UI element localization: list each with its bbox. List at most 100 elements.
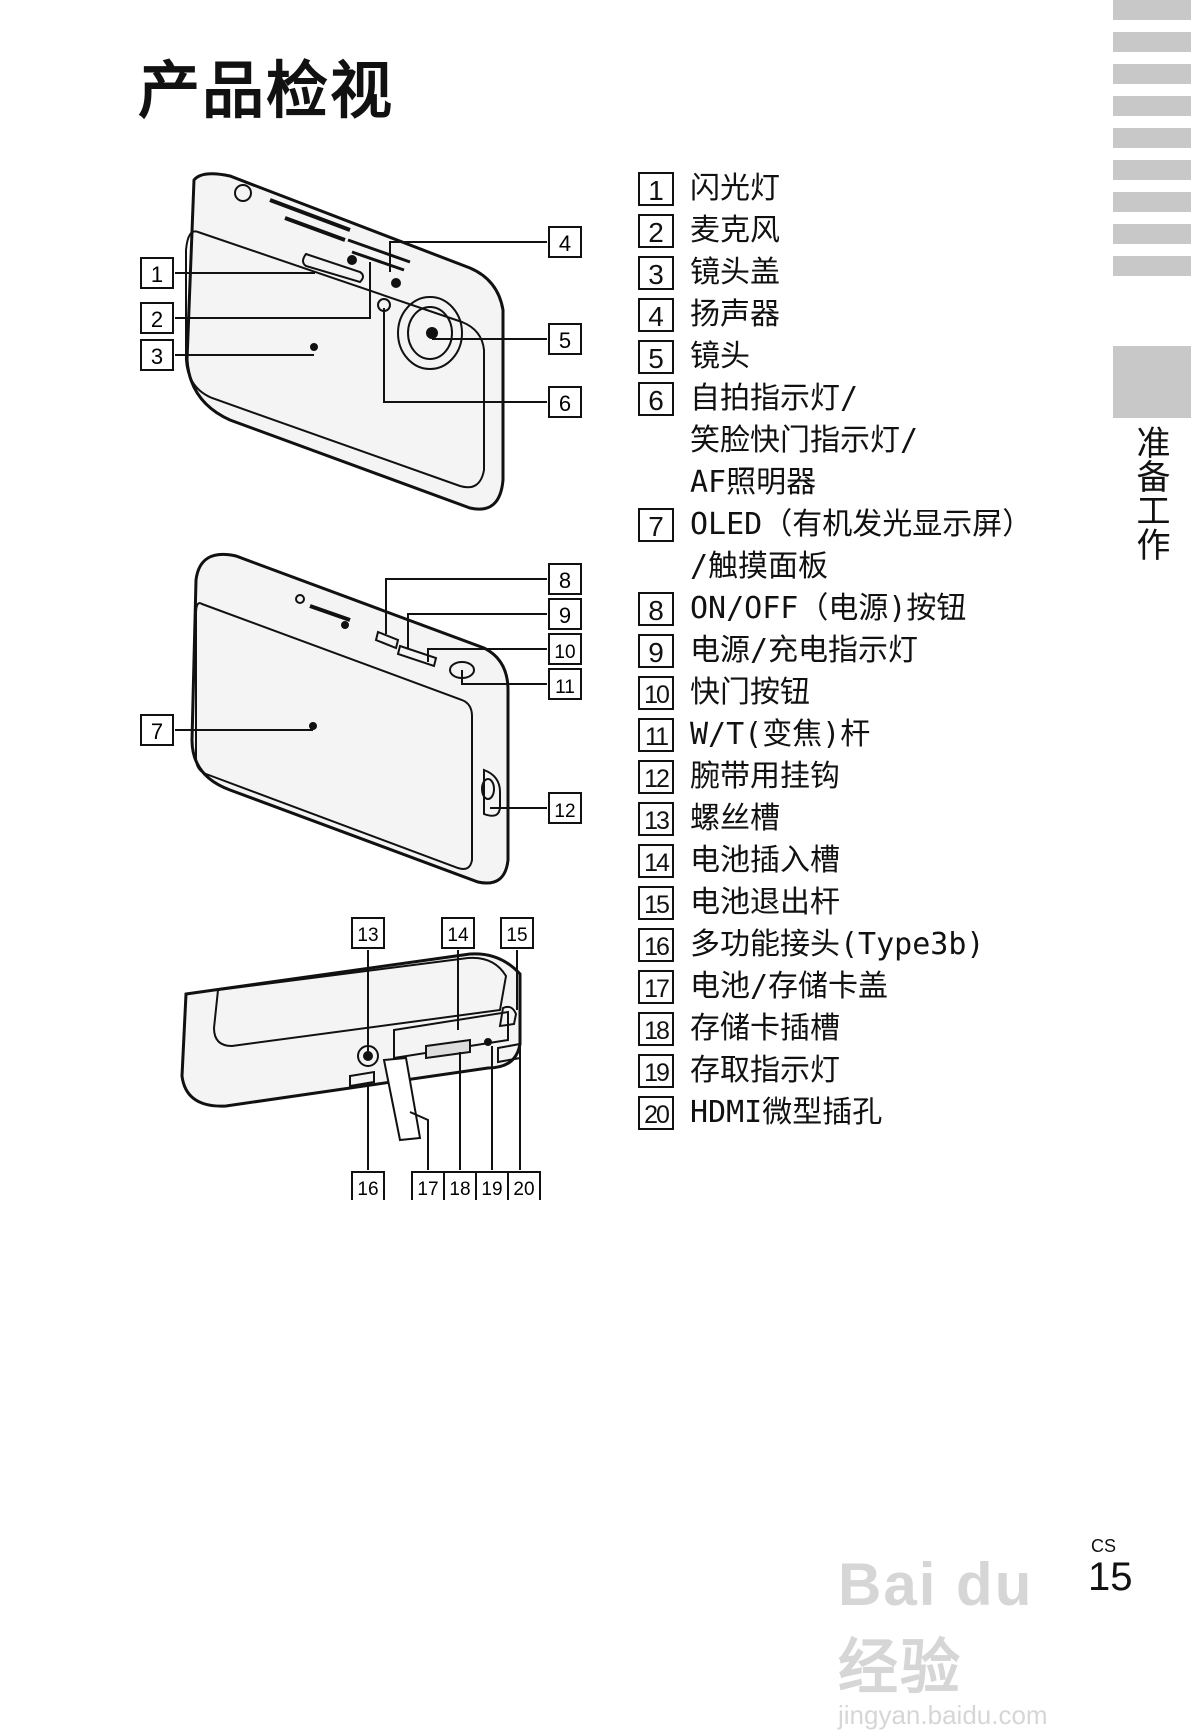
part-item: 5 镜头 xyxy=(638,336,1098,378)
callout-12: 12 xyxy=(548,792,582,824)
part-number: 11 xyxy=(638,718,674,752)
part-item: 19 存取指示灯 xyxy=(638,1050,1098,1092)
part-label: ON/OFF（电源)按钮 xyxy=(690,591,967,626)
part-number: 3 xyxy=(638,256,674,290)
svg-text:8: 8 xyxy=(559,568,571,593)
svg-text:10: 10 xyxy=(554,642,575,663)
svg-text:18: 18 xyxy=(449,1179,470,1200)
callout-8: 8 xyxy=(548,563,582,595)
svg-text:20: 20 xyxy=(513,1179,534,1200)
part-label: 存取指示灯 xyxy=(690,1053,840,1088)
callout-6: 6 xyxy=(548,386,582,418)
part-label: 麦克风 xyxy=(690,213,780,248)
svg-text:16: 16 xyxy=(357,1179,378,1200)
part-label: 螺丝槽 xyxy=(690,801,780,836)
svg-text:19: 19 xyxy=(481,1179,502,1200)
part-item: 12 腕带用挂钩 xyxy=(638,756,1098,798)
part-label: 电池插入槽 xyxy=(690,843,840,878)
page-number: 15 xyxy=(1088,1555,1133,1599)
svg-text:9: 9 xyxy=(559,603,571,628)
part-item: 3 镜头盖 xyxy=(638,252,1098,294)
callout-2: 2 xyxy=(140,302,174,334)
part-number: 14 xyxy=(638,844,674,878)
callout-7: 7 xyxy=(140,714,174,746)
callout-11: 11 xyxy=(548,668,582,700)
watermark-url: jingyan.baidu.com xyxy=(838,1700,1048,1730)
part-label: 扬声器 xyxy=(690,297,780,332)
part-number: 2 xyxy=(638,214,674,248)
part-item: 10 快门按钮 xyxy=(638,672,1098,714)
footer-language-code: CS xyxy=(1091,1536,1117,1556)
part-label: 快门按钮 xyxy=(690,675,810,710)
part-number: 9 xyxy=(638,634,674,668)
part-label: 镜头 xyxy=(690,339,750,374)
part-number: 10 xyxy=(638,676,674,710)
part-label: 镜头盖 xyxy=(690,255,780,290)
svg-text:17: 17 xyxy=(417,1179,438,1200)
page-title: 产品检视 xyxy=(138,54,395,127)
part-number: 20 xyxy=(638,1096,674,1130)
part-label: 存储卡插槽 xyxy=(690,1011,840,1046)
part-number: 19 xyxy=(638,1054,674,1088)
callout-1: 1 xyxy=(140,257,174,289)
part-number: 12 xyxy=(638,760,674,794)
part-item: 9 电源/充电指示灯 xyxy=(638,630,1098,672)
side-stripes xyxy=(1113,0,1191,288)
part-item: 13 螺丝槽 xyxy=(638,798,1098,840)
watermark-logo: Bai du 经验 xyxy=(838,1551,1034,1701)
bottom-view-camera xyxy=(180,952,522,1142)
part-label: 多功能接头(Type3b) xyxy=(690,927,985,962)
part-number: 6 xyxy=(638,382,674,416)
callout-4: 4 xyxy=(548,226,582,258)
part-label: 电池退出杆 xyxy=(690,885,840,920)
svg-text:12: 12 xyxy=(554,801,575,822)
section-label: 准备工作 xyxy=(1130,425,1170,561)
part-number: 18 xyxy=(638,1012,674,1046)
callout-17: 17 xyxy=(411,1171,445,1200)
part-label: 闪光灯 xyxy=(690,171,780,206)
front-view-camera xyxy=(185,172,505,511)
svg-text:11: 11 xyxy=(555,677,575,698)
part-label: 电池/存储卡盖 xyxy=(690,969,889,1004)
part-label: 电源/充电指示灯 xyxy=(690,633,919,668)
callout-19: 19 xyxy=(475,1171,509,1200)
part-number: 4 xyxy=(638,298,674,332)
svg-text:4: 4 xyxy=(559,231,571,256)
part-label: HDMI微型插孔 xyxy=(690,1095,883,1130)
callout-18: 18 xyxy=(443,1171,477,1200)
svg-text:7: 7 xyxy=(151,719,163,744)
callout-13: 13 xyxy=(351,917,385,949)
svg-text:14: 14 xyxy=(447,925,469,946)
callout-14: 14 xyxy=(441,917,475,949)
part-item: 4 扬声器 xyxy=(638,294,1098,336)
part-item: 18 存储卡插槽 xyxy=(638,1008,1098,1050)
part-number: 8 xyxy=(638,592,674,626)
callout-15: 15 xyxy=(500,917,534,949)
svg-text:5: 5 xyxy=(559,328,571,353)
callout-10: 10 xyxy=(548,633,582,665)
callout-16: 16 xyxy=(351,1171,385,1200)
part-number: 15 xyxy=(638,886,674,920)
part-item: 2 麦克风 xyxy=(638,210,1098,252)
svg-text:15: 15 xyxy=(506,925,527,946)
part-number: 17 xyxy=(638,970,674,1004)
part-label: W/T(变焦)杆 xyxy=(690,717,871,752)
part-item: 11 W/T(变焦)杆 xyxy=(638,714,1098,756)
part-number: 7 xyxy=(638,508,674,542)
part-label: 腕带用挂钩 xyxy=(690,759,840,794)
section-tab xyxy=(1113,346,1191,418)
callout-5: 5 xyxy=(548,323,582,355)
callout-9: 9 xyxy=(548,598,582,630)
svg-text:3: 3 xyxy=(151,344,163,369)
callout-20: 20 xyxy=(507,1171,541,1200)
part-item: 20 HDMI微型插孔 xyxy=(638,1092,1098,1134)
camera-diagrams: 1 2 3 4 5 6 7 8 9 10 11 12 13 14 15 16 1… xyxy=(140,172,582,1200)
part-item: 14 电池插入槽 xyxy=(638,840,1098,882)
part-number: 5 xyxy=(638,340,674,374)
baidu-watermark: Bai du 经验 jingyan.baidu.com xyxy=(838,1550,1098,1730)
part-number: 13 xyxy=(638,802,674,836)
